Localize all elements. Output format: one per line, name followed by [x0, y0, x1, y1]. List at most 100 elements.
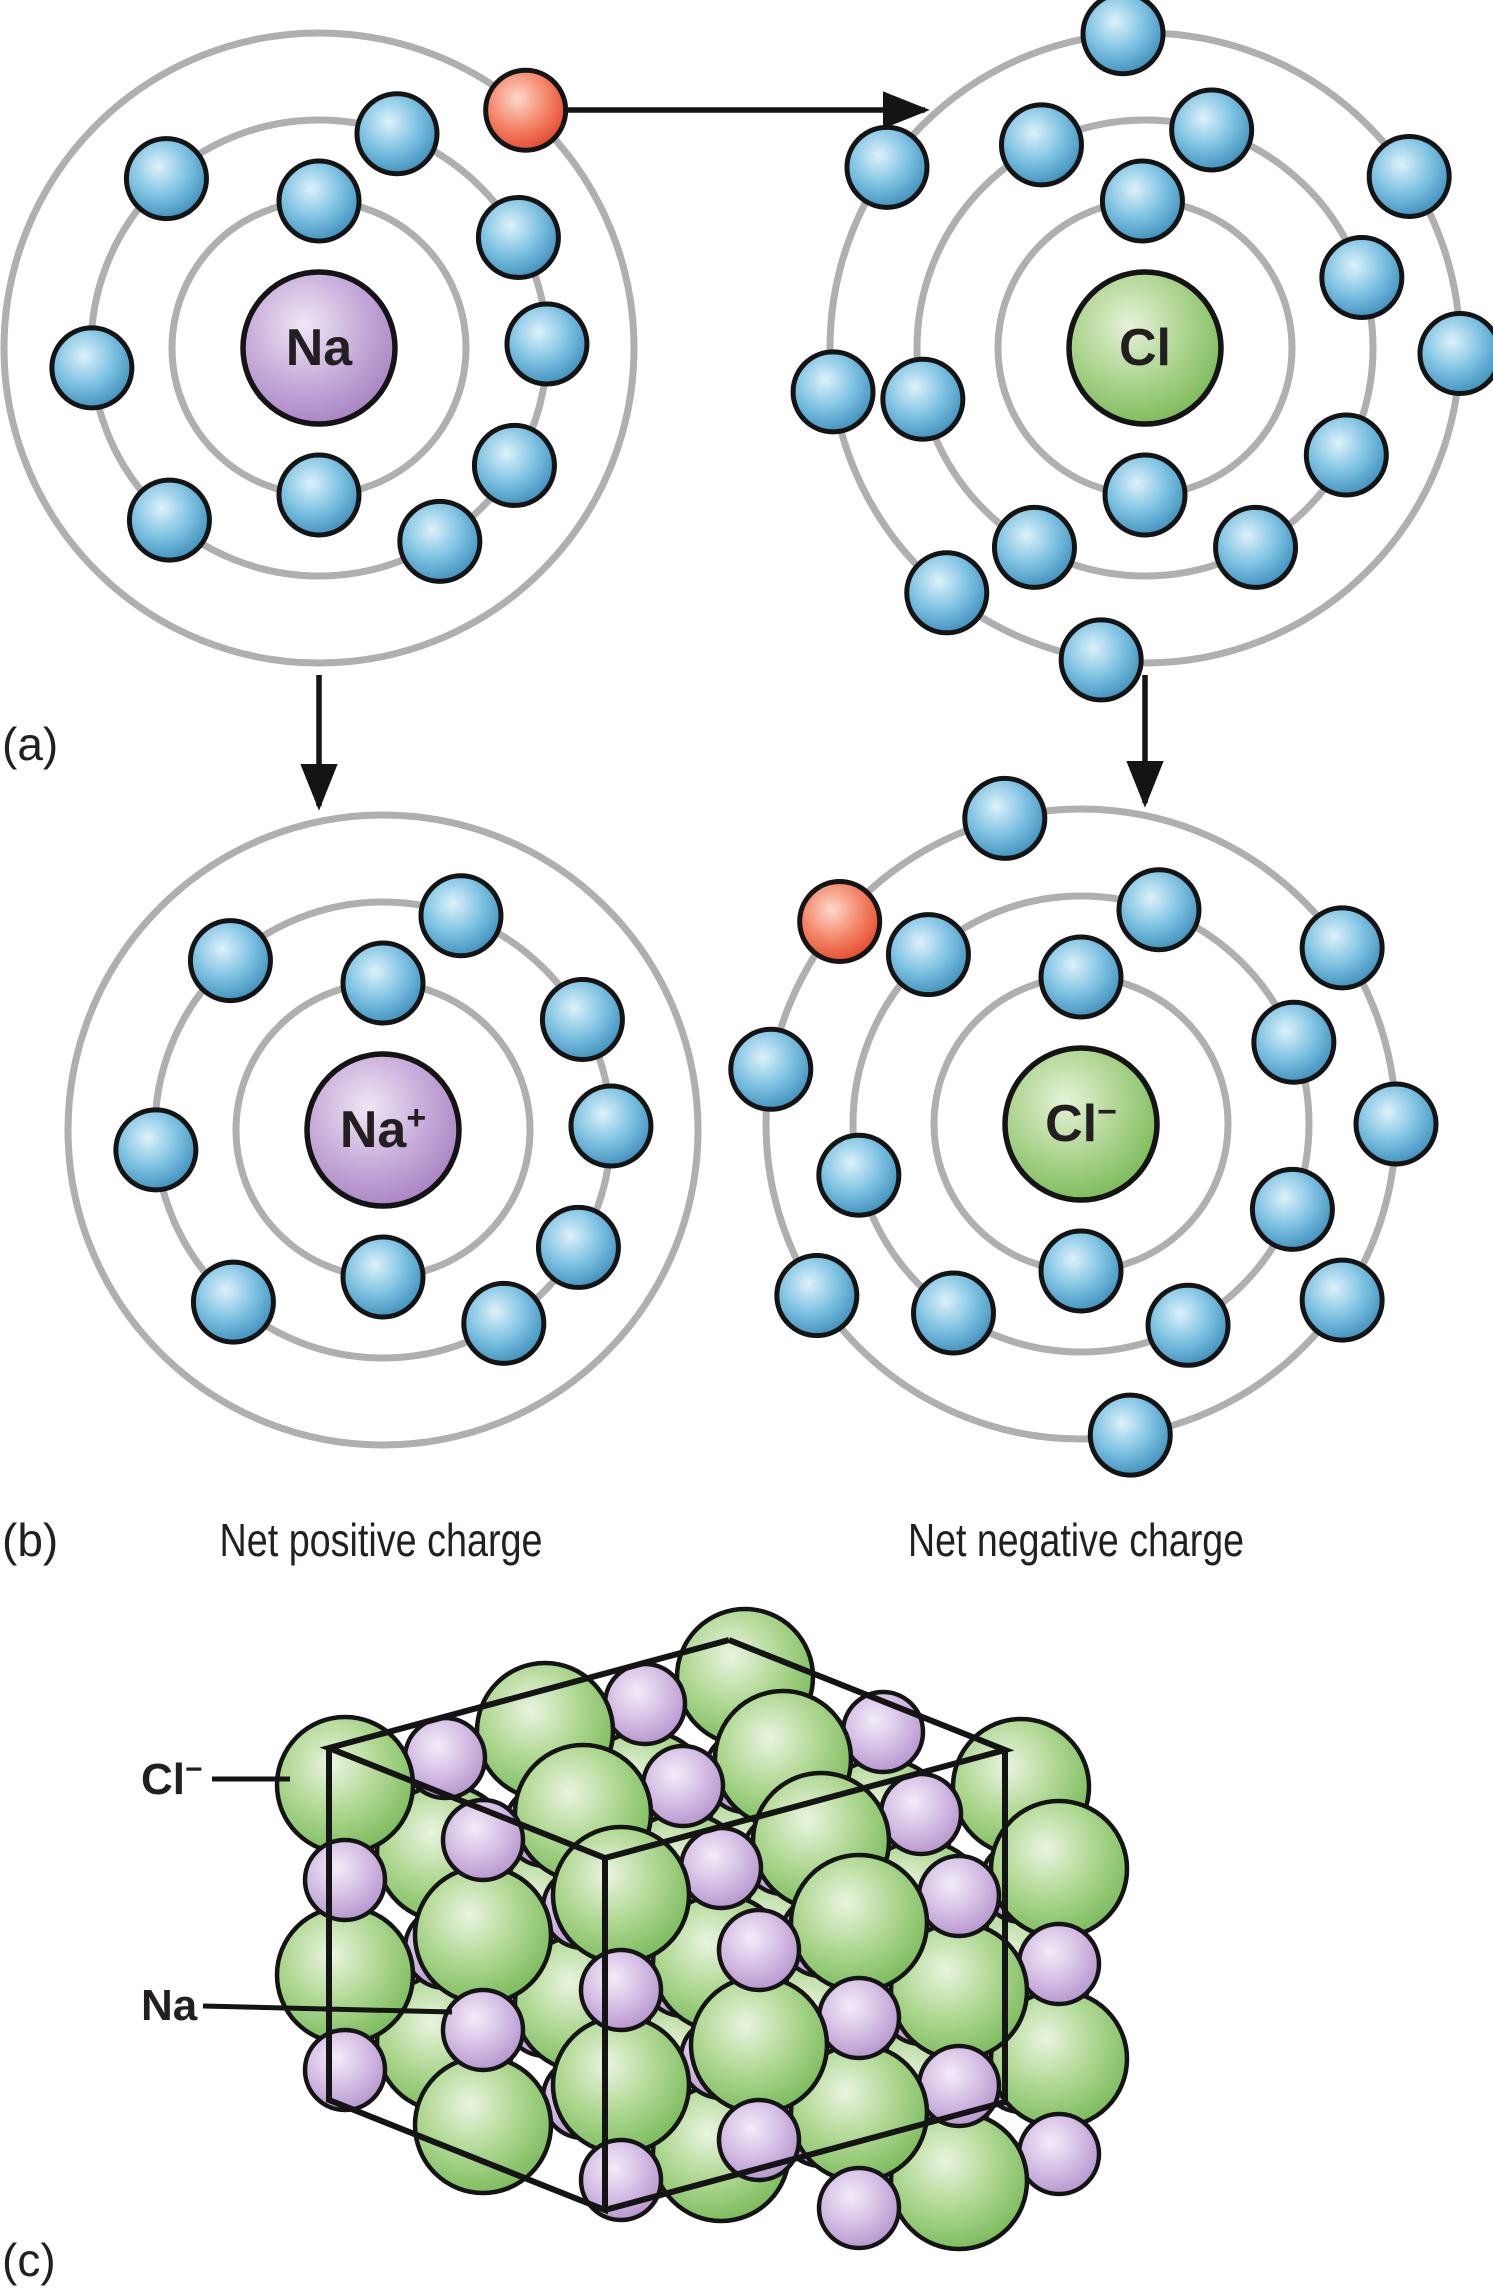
electron: [1213, 504, 1299, 590]
chloride-ion-sphere: [412, 1864, 554, 2006]
nucleus: [304, 1051, 462, 1209]
crystal-lattice-layer: Cl− Na: [141, 1606, 1130, 2252]
nucleus: [240, 269, 398, 427]
electron: [844, 124, 930, 210]
electron-shell-2: [913, 116, 1377, 580]
electron: [418, 873, 504, 959]
electron: [1058, 617, 1144, 703]
electron: [276, 158, 362, 244]
electron-shell-3: [0, 29, 638, 667]
electron-shell-3: [64, 811, 702, 1449]
panel-label-a: (a): [2, 718, 58, 770]
electron: [774, 1253, 860, 1339]
electron: [885, 912, 971, 998]
electron: [539, 976, 625, 1062]
electron: [340, 1234, 426, 1320]
electron: [904, 550, 990, 636]
electron: [1038, 934, 1124, 1020]
sodium-atom: Na: [0, 29, 638, 667]
transferred-electron: [483, 67, 569, 153]
caption-net-negative-charge: Net negative charge: [908, 1514, 1244, 1566]
chloride-ion-sphere: [274, 1904, 416, 2046]
labels-layer: (a) (b) (c) Net positive charge Net nega…: [2, 718, 1244, 2286]
sodium-ion-sphere: [302, 2027, 388, 2113]
electron: [998, 102, 1084, 188]
sodium-crystal-label: Na: [141, 1981, 198, 2030]
electron: [354, 91, 440, 177]
chloride-ion-sphere: [274, 1714, 416, 1856]
nucleus-label: Cl−: [1045, 1093, 1117, 1153]
electron: [1319, 235, 1405, 321]
electron: [911, 1270, 997, 1356]
electron: [340, 940, 426, 1026]
electron: [1366, 133, 1452, 219]
nucleus-label: Na+: [340, 1099, 426, 1159]
electron: [397, 498, 483, 584]
electron: [1251, 999, 1337, 1085]
panel-label-c: (c): [2, 2234, 56, 2286]
electron: [1303, 412, 1389, 498]
electron: [123, 136, 209, 222]
sodium-ion-sphere: [1016, 2111, 1102, 2197]
electron: [1099, 158, 1185, 244]
electron: [190, 1259, 276, 1345]
electron-shell-2: [849, 892, 1313, 1356]
electron: [49, 325, 135, 411]
electron: [1080, 0, 1166, 77]
nucleus: [1066, 269, 1224, 427]
electron: [1102, 452, 1188, 538]
electron: [1353, 1081, 1439, 1167]
electron: [1116, 867, 1202, 953]
sodium-ion-sphere: [602, 1661, 688, 1747]
sodium-crystal-label-line: [202, 2003, 453, 2015]
electron: [461, 1280, 547, 1366]
electron: [535, 1204, 621, 1290]
electron: [991, 504, 1077, 590]
chloride-crystal-label: Cl−: [141, 1753, 203, 1804]
sodium-ion-sphere: [640, 1743, 726, 1829]
electron: [816, 1132, 902, 1218]
electron: [880, 356, 966, 442]
chloride-ion-sphere: [988, 1798, 1130, 1940]
chloride-ion-sphere: [550, 2014, 692, 2156]
chlorine-atom: Cl: [790, 0, 1493, 703]
electron: [276, 452, 362, 538]
electron: [504, 301, 590, 387]
panel-label-b: (b): [2, 1514, 58, 1566]
arrows-layer: [300, 91, 1164, 811]
sodium-ion-sphere: [578, 1947, 664, 2033]
electron: [1145, 1282, 1231, 1368]
sodium-ion: Na+: [64, 811, 702, 1449]
electron: [1299, 905, 1385, 991]
electron: [728, 1026, 814, 1112]
electron: [1249, 1166, 1335, 1252]
electron: [475, 194, 561, 280]
electron: [1087, 1392, 1173, 1478]
nucleus: [1002, 1045, 1160, 1203]
unit-cell-wireframe: [326, 1748, 608, 2215]
sodium-ion-sphere: [816, 2165, 902, 2251]
electron: [962, 775, 1048, 861]
transferred-electron: [797, 879, 883, 965]
sodium-ion-sphere: [440, 1987, 526, 2073]
chloride-ion-sphere: [412, 2054, 554, 2196]
unit-cell-wireframe: [604, 1750, 1008, 2213]
chloride-ion-sphere: [788, 1852, 930, 1994]
sodium-ion-sphere: [678, 1825, 764, 1911]
electron: [790, 349, 876, 435]
electron: [187, 918, 273, 1004]
chloride-ion-sphere: [688, 1974, 830, 2116]
sodium-ion-sphere: [816, 1975, 902, 2061]
electron: [1169, 87, 1255, 173]
sodium-ion-sphere: [878, 1771, 964, 1857]
electron: [126, 477, 212, 563]
nucleus-label: Cl: [1119, 319, 1171, 377]
electron: [471, 422, 557, 508]
electron: [1038, 1228, 1124, 1314]
sodium-ion-sphere: [716, 1907, 802, 1993]
nucleus-label: Na: [286, 319, 354, 377]
sodium-ion-sphere: [1016, 1921, 1102, 2007]
